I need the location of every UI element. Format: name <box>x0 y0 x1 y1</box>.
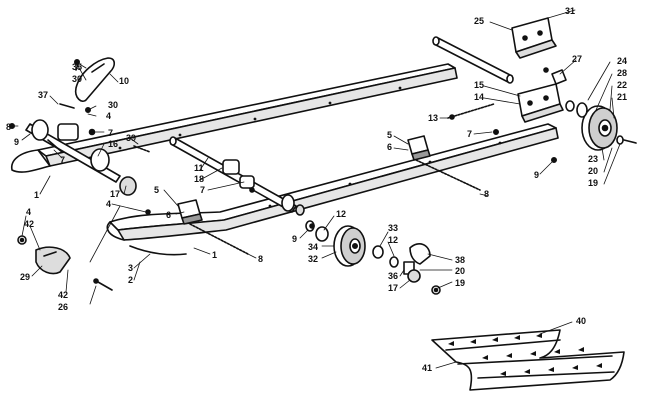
callout-31: 31 <box>565 6 575 16</box>
callout-10: 10 <box>119 76 129 86</box>
callout-32: 32 <box>308 254 318 264</box>
callout-42: 42 <box>58 290 68 300</box>
front-mount-assembly <box>25 119 137 196</box>
callout-8: 8 <box>484 189 489 199</box>
callout-2: 2 <box>128 275 133 285</box>
callout-5: 5 <box>154 185 159 195</box>
callout-41: 41 <box>422 363 432 373</box>
track-belt <box>431 329 625 391</box>
bolt-13 <box>447 103 495 120</box>
callout-7: 7 <box>108 128 113 138</box>
callout-38: 38 <box>455 255 465 265</box>
leader-lines <box>11 9 621 369</box>
callout-12: 12 <box>388 235 398 245</box>
callout-22: 22 <box>617 80 627 90</box>
callout-28: 28 <box>617 68 627 78</box>
callout-35: 35 <box>72 62 82 72</box>
callout-26: 26 <box>58 302 68 312</box>
wheel-hardware-lower <box>372 243 441 295</box>
spacer-block-lower <box>177 199 203 225</box>
callout-19: 19 <box>455 278 465 288</box>
callout-29: 29 <box>20 272 30 282</box>
callout-40: 40 <box>576 316 586 326</box>
callout-4: 4 <box>26 207 31 217</box>
callout-11: 11 <box>194 163 204 173</box>
callout-23: 23 <box>588 154 598 164</box>
callout-1: 1 <box>34 190 39 200</box>
callout-13: 13 <box>428 113 438 123</box>
lower-slide-rail <box>106 123 559 256</box>
front-idler-wheel <box>305 220 366 267</box>
rear-idler-wheel <box>565 100 618 151</box>
callout-33: 33 <box>388 223 398 233</box>
long-bolt-upper <box>415 159 481 191</box>
rear-bracket <box>511 17 557 59</box>
front-bumper-bracket <box>35 246 71 275</box>
callout-9: 9 <box>292 234 297 244</box>
callout-9: 9 <box>534 170 539 180</box>
callout-9: 9 <box>14 137 19 147</box>
callout-30: 30 <box>72 74 82 84</box>
rear-axle-shaft <box>432 36 514 84</box>
callout-7: 7 <box>200 185 205 195</box>
callout-6: 6 <box>387 142 392 152</box>
callout-7: 7 <box>467 129 472 139</box>
callout-1: 1 <box>212 250 217 260</box>
callout-34: 34 <box>308 242 318 252</box>
callout-20: 20 <box>588 166 598 176</box>
callout-17: 17 <box>388 283 398 293</box>
callout-4: 4 <box>106 111 111 121</box>
callout-8: 8 <box>6 122 11 132</box>
callout-7: 7 <box>60 155 65 165</box>
callout-37: 37 <box>38 90 48 100</box>
callout-25: 25 <box>474 16 484 26</box>
callout-16: 16 <box>108 139 118 149</box>
spacer-block-upper <box>407 135 431 161</box>
callout-39: 39 <box>126 133 136 143</box>
callout-18: 18 <box>194 174 204 184</box>
front-arm-bracket <box>74 57 116 103</box>
callout-17: 17 <box>110 189 120 199</box>
callout-8: 8 <box>258 254 263 264</box>
upper-rail-front-tip <box>11 149 51 173</box>
callout-labels: 25 31 27 24 28 22 21 15 14 13 7 5 6 23 2… <box>6 6 627 373</box>
center-cross-shaft <box>169 136 305 216</box>
rear-axle-bracket <box>517 83 564 123</box>
callout-24: 24 <box>617 56 627 66</box>
callout-19: 19 <box>588 178 598 188</box>
callout-6: 6 <box>166 210 171 220</box>
callout-30: 30 <box>108 100 118 110</box>
callout-27: 27 <box>572 54 582 64</box>
callout-21: 21 <box>617 92 627 102</box>
callout-12: 12 <box>336 209 346 219</box>
callout-36: 36 <box>388 271 398 281</box>
callout-3: 3 <box>128 263 133 273</box>
callout-20: 20 <box>455 266 465 276</box>
callout-5: 5 <box>387 130 392 140</box>
callout-4: 4 <box>106 199 111 209</box>
callout-15: 15 <box>474 80 484 90</box>
callout-42: 42 <box>24 219 34 229</box>
long-bolt-lower <box>189 223 249 255</box>
upper-slide-rail <box>37 63 458 167</box>
callout-14: 14 <box>474 92 484 102</box>
